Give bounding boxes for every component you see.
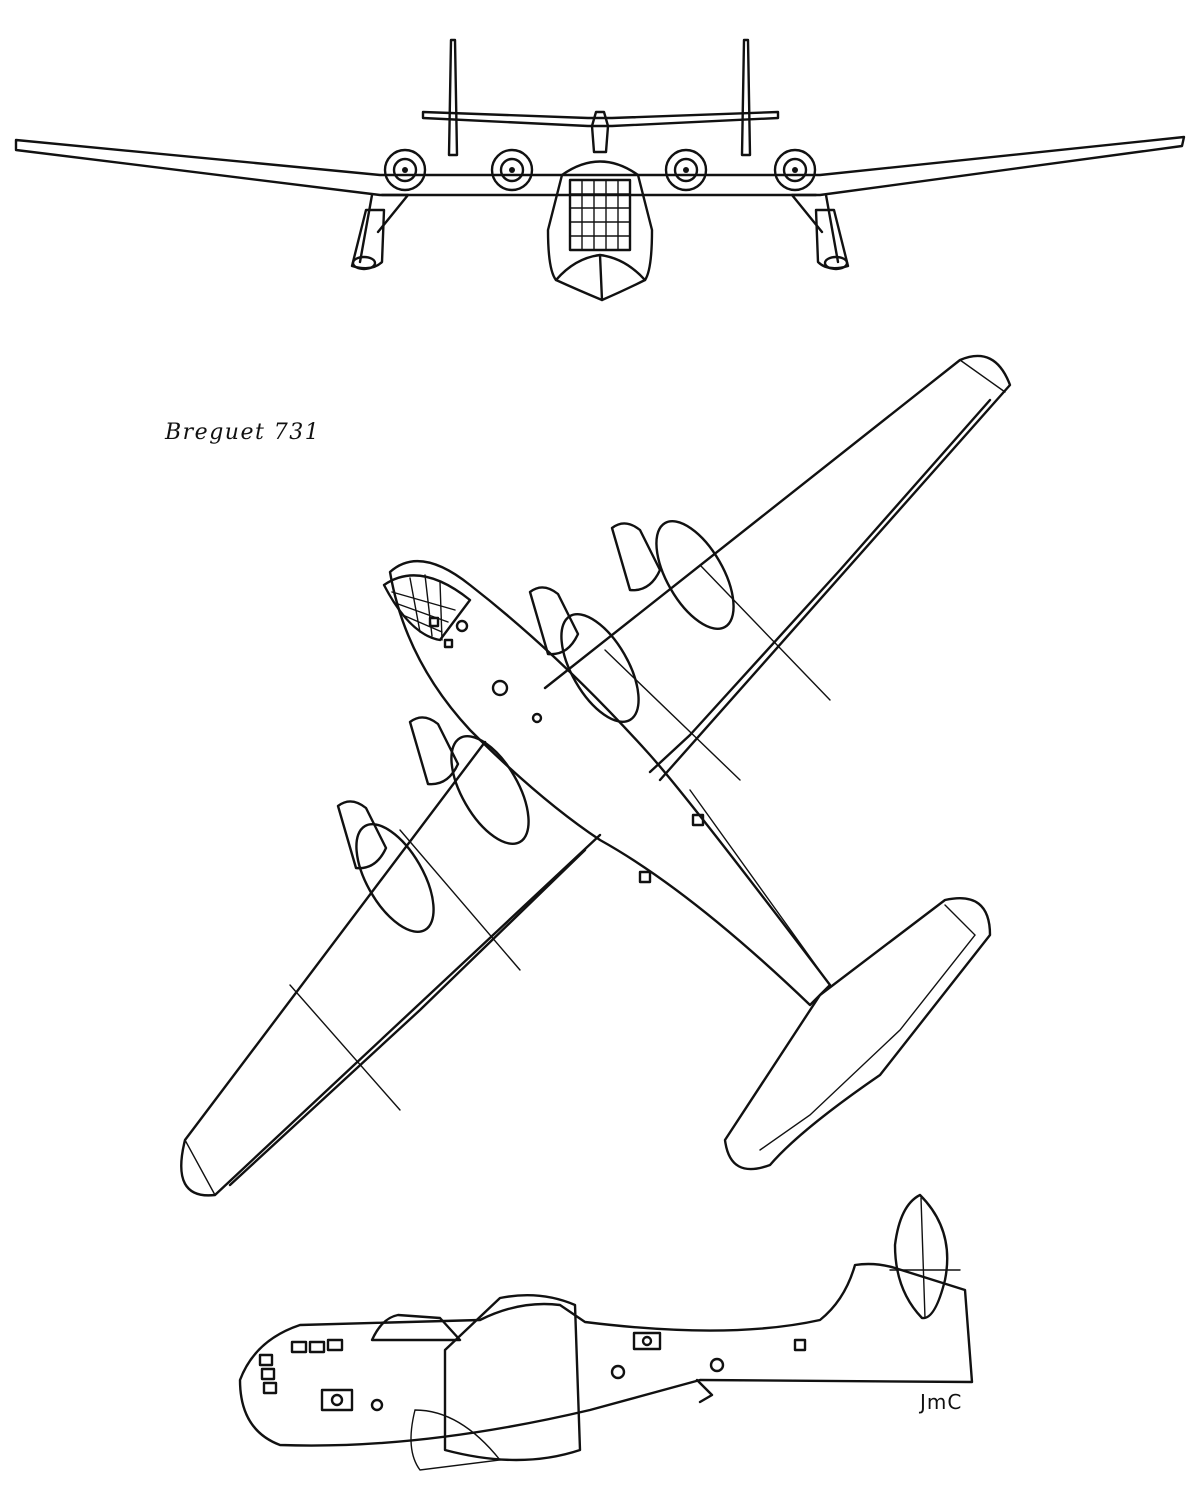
front-view-engine-3: [664, 148, 708, 192]
plan-view-lower-wing: [180, 740, 602, 1197]
front-view-engine-1: [383, 148, 427, 192]
side-view-wing-root: [443, 1294, 582, 1462]
front-view-right-float: [790, 193, 850, 271]
front-view-left-float: [350, 193, 410, 271]
side-view-fuselage: [238, 1262, 974, 1447]
artist-signature: JmC: [920, 1390, 963, 1414]
front-view-tail-pylon: [590, 110, 610, 154]
front-view-cockpit-glazing: [568, 178, 632, 252]
front-view-engine-4: [773, 148, 817, 192]
side-view-engine-nacelle: [370, 1313, 462, 1342]
plan-view-engine-3: [408, 716, 530, 846]
plan-view-engine-2: [528, 586, 640, 724]
drawing-caption: Breguet 731: [165, 420, 321, 445]
front-view-tailplane: [421, 110, 780, 128]
plan-view-tailplane: [723, 897, 992, 1171]
front-view-wing: [14, 135, 1186, 197]
front-view-left-fin: [447, 38, 459, 157]
front-view-engine-2: [490, 148, 534, 192]
side-view-fin: [893, 1193, 949, 1320]
front-view-hull-chine: [554, 253, 647, 302]
plan-view: [180, 354, 1012, 1197]
front-view-hull: [546, 160, 654, 302]
side-view-cockpit-glazing: [258, 1338, 344, 1395]
side-view: [238, 1193, 974, 1471]
plan-view-engine-1: [610, 519, 735, 631]
plan-view-nose-glazing: [382, 574, 472, 649]
plan-view-fuselage: [388, 559, 832, 1007]
front-view: [14, 38, 1186, 302]
plan-view-engine-4: [336, 800, 435, 934]
plan-view-upper-wing: [543, 354, 1012, 782]
front-view-right-fin: [740, 38, 752, 157]
